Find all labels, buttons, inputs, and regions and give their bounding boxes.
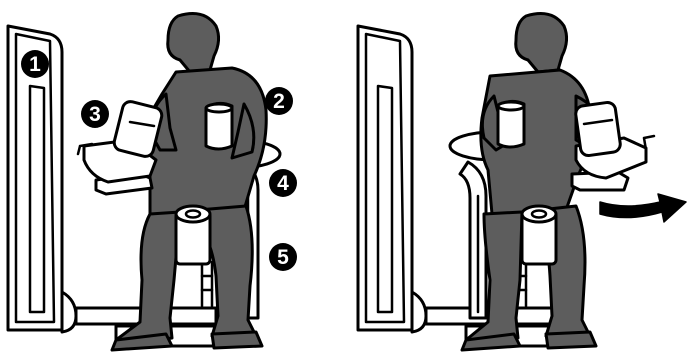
seat-back-right [498,101,524,147]
callout-2: 2 [265,87,293,115]
callout-5: 5 [269,243,297,271]
direction-arrow-icon [600,194,686,222]
end-position-panel [358,14,686,350]
leg-pad-right [572,101,654,190]
callout-4-label: 4 [277,172,289,195]
callout-3-label: 3 [89,103,101,126]
start-position-panel: 1 3 2 4 5 [8,14,297,350]
callout-3: 3 [81,100,109,128]
front-roller-right [522,206,556,264]
callout-1: 1 [21,50,49,78]
callout-1-label: 1 [29,53,41,76]
callout-2-label: 2 [273,90,285,113]
seat-post-right [460,162,486,318]
callout-4: 4 [269,169,297,197]
weight-stack-frame-right [358,26,426,332]
front-roller [176,206,210,264]
callout-5-label: 5 [277,246,289,269]
seat-back [206,103,232,149]
